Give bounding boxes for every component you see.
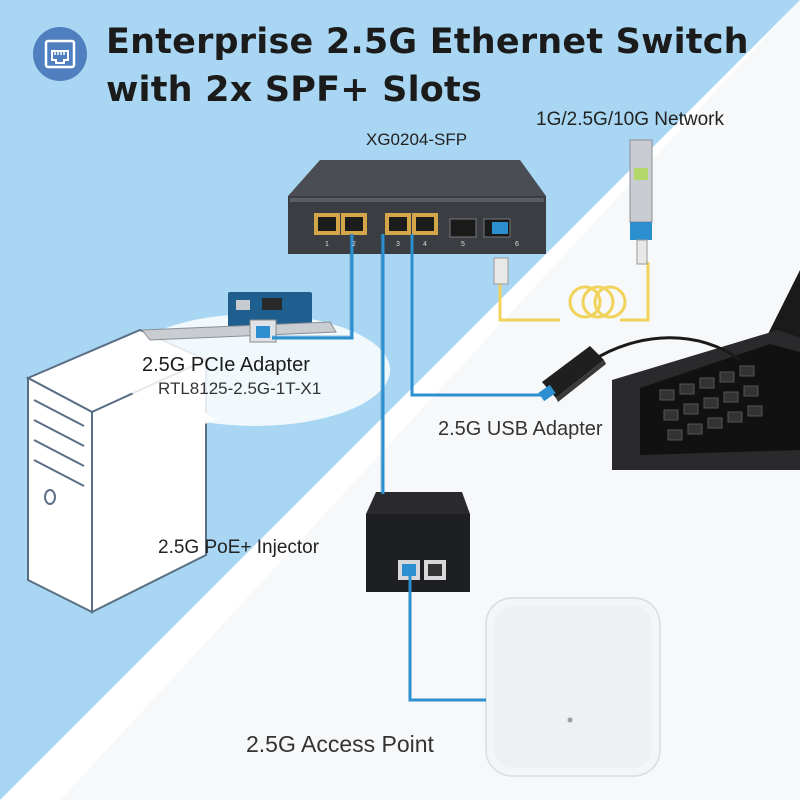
cable-port4-usb [410, 234, 548, 397]
port-number: 4 [423, 241, 427, 248]
usb-adapter-label: 2.5G USB Adapter [438, 418, 603, 440]
usb-adapter [538, 336, 741, 402]
poe-injector-label: 2.5G PoE+ Injector [158, 537, 320, 558]
pcie-card [140, 292, 337, 343]
ethernet-port-icon [33, 27, 87, 81]
access-point-label: 2.5G Access Point [246, 731, 434, 757]
pcie-adapter-model: RTL8125-2.5G-1T-X1 [158, 379, 322, 398]
ethernet-cables [272, 234, 548, 702]
port-number: 3 [396, 241, 400, 248]
switch-device [288, 160, 546, 254]
title-line-2: with 2x SPF+ Slots [106, 70, 482, 110]
port-number: 5 [461, 241, 465, 248]
ethernet-cables-outline [272, 234, 382, 494]
port-number: 6 [515, 241, 519, 248]
poe-injector [366, 492, 470, 592]
page-title: Enterprise 2.5G Ethernet Switch with 2x … [106, 18, 749, 114]
sfp-module-plugged [492, 222, 508, 234]
access-point [485, 597, 661, 777]
switch-port-numbers: 1 2 3 4 5 6 [325, 241, 519, 248]
lc-connector [493, 257, 509, 285]
cable-poe-ap [408, 574, 486, 702]
rj45-port-group [314, 213, 438, 235]
switch-model-label: XG0204-SFP [366, 130, 468, 149]
network-label: 1G/2.5G/10G Network [536, 109, 724, 130]
laptop [612, 270, 800, 470]
pcie-bubble [120, 314, 390, 440]
cable-port1-pcie [272, 234, 354, 340]
sfp-module [629, 139, 653, 265]
port-number: 2 [352, 241, 356, 248]
fiber-cable [498, 262, 650, 322]
sfp-slot-5 [449, 218, 477, 238]
title-line-1: Enterprise 2.5G Ethernet Switch [106, 22, 749, 62]
pcie-adapter-label: 2.5G PCIe Adapter [142, 354, 310, 376]
port-number: 1 [325, 241, 329, 248]
